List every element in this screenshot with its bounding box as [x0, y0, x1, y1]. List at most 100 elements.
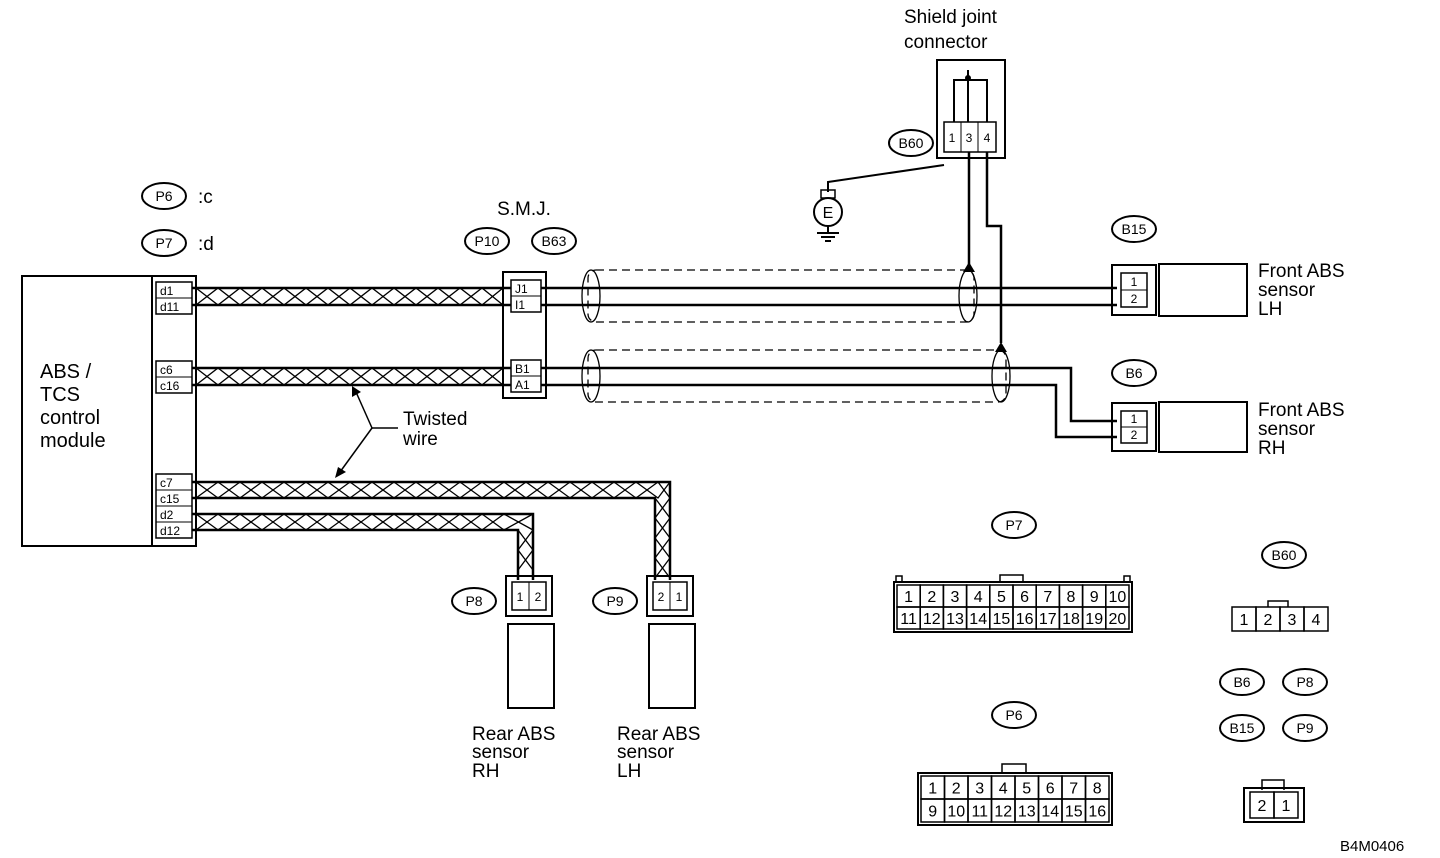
- twisted-wire-callout: Twisted wire: [335, 386, 467, 478]
- connector-cell-label: 5: [997, 589, 1006, 606]
- sensor-pin: 2: [658, 590, 665, 604]
- connector-cell-label: 7: [1043, 589, 1052, 606]
- connector-cell-label: 1: [1240, 612, 1249, 629]
- connector-cell-label: 12: [923, 611, 941, 628]
- front-rh-label-3: RH: [1258, 438, 1285, 459]
- connector-cell-label: 15: [1065, 804, 1083, 821]
- connector-cell-label: 1: [904, 589, 913, 606]
- connector-cell-label: 12: [994, 804, 1012, 821]
- module-pin: d1: [160, 284, 174, 298]
- connector-cell: [1084, 798, 1110, 823]
- front-rh-label-1: Front ABS: [1258, 400, 1345, 421]
- module-label-4: module: [40, 430, 106, 452]
- view-code-p6: P6: [1005, 707, 1022, 723]
- harness-code-p6: P6: [155, 188, 172, 204]
- connector-cell-label: 2: [1258, 798, 1267, 815]
- connector-cell-label: 15: [993, 611, 1011, 628]
- module-pin: c15: [160, 492, 180, 506]
- smj-pin: I1: [515, 298, 525, 312]
- smj-pin: A1: [515, 378, 530, 392]
- connector-cell-label: 11: [971, 804, 988, 821]
- connector-cell-label: 16: [1016, 611, 1034, 628]
- sensor-pin: 1: [517, 590, 524, 604]
- rear-lh-label-1: Rear ABS: [617, 724, 700, 745]
- view-code-b15: B15: [1230, 720, 1255, 736]
- connector-cell: [1303, 606, 1329, 632]
- connector-cell-label: 10: [1109, 589, 1127, 606]
- shield-label-2: connector: [904, 32, 988, 53]
- module-label-1: ABS /: [40, 361, 92, 383]
- connector-cell-label: 14: [1041, 804, 1059, 821]
- connector-cell-label: 7: [1069, 781, 1078, 798]
- sensor-pin: 1: [1131, 412, 1138, 426]
- twisted-wires-rear: [192, 480, 672, 580]
- connector-cell-label: 4: [999, 781, 1008, 798]
- connector-cell-label: 8: [1093, 781, 1102, 798]
- connector-cell-label: 10: [947, 804, 965, 821]
- harness-legend: P6 :c P7 :d: [141, 182, 214, 257]
- view-code-b60: B60: [1272, 547, 1297, 563]
- module-pin: d2: [160, 508, 174, 522]
- connector-cell-label: 2: [1264, 612, 1273, 629]
- view-code-p7: P7: [1005, 517, 1022, 533]
- connector-cell-label: 20: [1109, 611, 1127, 628]
- control-module: ABS / TCS control module d1 d11 c6 c16 c…: [21, 275, 197, 547]
- view-code-p8: P8: [1296, 674, 1313, 690]
- twisted-label-2: wire: [402, 429, 438, 450]
- sensor-pin: 2: [535, 590, 542, 604]
- connector-cell-label: 6: [1046, 781, 1055, 798]
- view-code-b6: B6: [1233, 674, 1250, 690]
- connector-cell-label: 3: [975, 781, 984, 798]
- sensor-pin: 1: [676, 590, 683, 604]
- rear-rh-label-2: sensor: [472, 742, 530, 763]
- module-pin: c7: [160, 476, 173, 490]
- twisted-wires-front: [192, 286, 511, 387]
- sensor-pin: 1: [1131, 275, 1138, 289]
- front-lh-label-2: sensor: [1258, 280, 1316, 301]
- harness-suffix-d: :d: [198, 234, 214, 255]
- connector-cell-label: 4: [1312, 612, 1321, 629]
- module-pin: d11: [160, 300, 179, 314]
- smj-label: S.M.J.: [497, 199, 551, 220]
- connector-cell-label: 16: [1088, 804, 1106, 821]
- connector-cell-label: 2: [952, 781, 961, 798]
- sensor-code-b6: B6: [1125, 365, 1142, 381]
- shield-pin: 3: [966, 131, 973, 145]
- connector-cell-label: 19: [1085, 611, 1103, 628]
- sensor-pin: 2: [1131, 292, 1138, 306]
- connector-cell-label: 14: [969, 611, 987, 628]
- smj-pin: B1: [515, 362, 530, 376]
- shield-pin: 4: [984, 131, 991, 145]
- connector-cell-label: 2: [927, 589, 936, 606]
- front-rh-label-2: sensor: [1258, 419, 1316, 440]
- module-pin: c16: [160, 379, 180, 393]
- shield-code: B60: [899, 135, 924, 151]
- smj-code-p10: P10: [475, 233, 500, 249]
- shield-joint-connector: Shield joint connector 1 3 4 B60 E: [813, 7, 1007, 352]
- figure-code: B4M0406: [1340, 838, 1404, 855]
- smj-pin: J1: [515, 282, 528, 296]
- connector-cell-label: 13: [1018, 804, 1036, 821]
- module-label-3: control: [40, 407, 100, 429]
- module-pin: c6: [160, 363, 173, 377]
- rear-rh-label-1: Rear ABS: [472, 724, 555, 745]
- connector-cell-label: 3: [1288, 612, 1297, 629]
- connector-cell-label: 8: [1067, 589, 1076, 606]
- sensor-code-p9: P9: [606, 593, 623, 609]
- rear-abs-sensor-rh: P8 1 2 Rear ABS sensor RH: [451, 575, 555, 782]
- rear-lh-label-2: sensor: [617, 742, 675, 763]
- front-lh-label-3: LH: [1258, 299, 1282, 320]
- connector-cell-label: 13: [946, 611, 964, 628]
- connector-cell-label: 11: [900, 611, 917, 628]
- front-abs-sensor-rh: B6 1 2 Front ABS sensor RH: [1111, 359, 1345, 459]
- front-lh-label-1: Front ABS: [1258, 261, 1345, 282]
- view-code-p9: P9: [1296, 720, 1313, 736]
- connector-cell-label: 4: [974, 589, 983, 606]
- rear-abs-sensor-lh: P9 2 1 Rear ABS sensor LH: [592, 575, 700, 782]
- sensor-pin: 2: [1131, 428, 1138, 442]
- sensor-code-b15: B15: [1122, 221, 1147, 237]
- sensor-code-p8: P8: [465, 593, 482, 609]
